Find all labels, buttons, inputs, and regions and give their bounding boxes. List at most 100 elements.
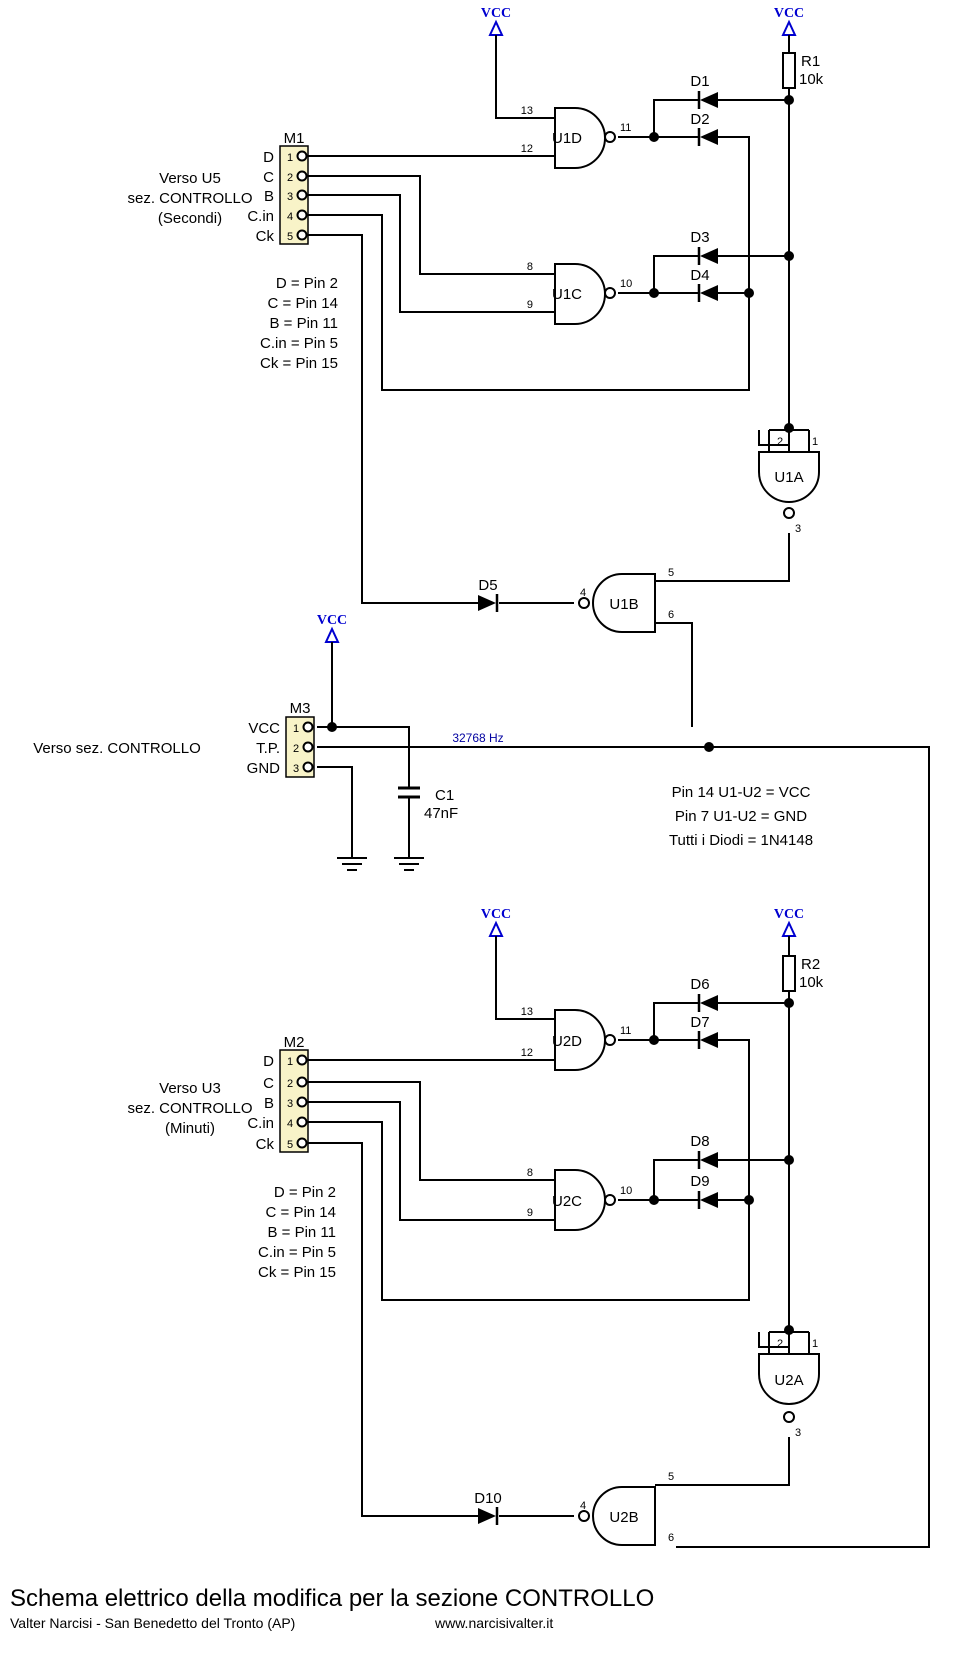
pin-number: 9	[527, 1207, 533, 1219]
pin-number: 11	[620, 1025, 631, 1037]
section-m3: VCC C 1 47nF	[33, 613, 930, 1548]
svg-text:1: 1	[287, 1056, 293, 1068]
capacitor-value: 47nF	[424, 805, 458, 822]
connector-m1: M1 1 D 2 C 3 B 4 C.in	[247, 130, 309, 245]
connector-pin: 3 GND	[247, 760, 314, 777]
connector-signal: C.in	[247, 208, 274, 225]
gate-name: U2B	[609, 1509, 638, 1526]
svg-text:2: 2	[287, 1078, 293, 1090]
svg-text:3: 3	[287, 1098, 293, 1110]
connector-pin: 2 T.P.	[256, 740, 314, 757]
pin-number: 1	[812, 436, 818, 448]
gate-name: U2C	[552, 1193, 582, 1210]
pin-number: 4	[580, 587, 586, 599]
vcc-label: VCC	[481, 6, 511, 21]
ground-symbol	[394, 857, 424, 871]
nand-gate-u1a: U1A 2 1 3	[758, 429, 820, 535]
connector-pin: 5 Ck	[256, 1136, 308, 1153]
connector-m3: M3 1 VCC 2 T.P. 3 GND	[247, 700, 315, 778]
connector-pin: 1 D	[263, 149, 308, 166]
pin-number: 8	[527, 261, 533, 273]
svg-text:Verso U5: Verso U5	[159, 170, 221, 187]
connector-pin: 1 D	[263, 1053, 308, 1070]
diode-label: D5	[478, 577, 497, 594]
svg-text:2: 2	[293, 743, 299, 755]
diode-d3: D3	[690, 229, 718, 265]
footer: Schema elettrico della modifica per la s…	[10, 1585, 654, 1631]
vcc-symbol: VCC	[481, 6, 511, 36]
website-url: www.narcisivalter.it	[434, 1615, 553, 1631]
notes: Pin 14 U1-U2 = VCC Pin 7 U1-U2 = GND Tut…	[669, 784, 813, 849]
svg-text:B = Pin 11: B = Pin 11	[269, 315, 338, 332]
pin-number: 1	[812, 1338, 818, 1350]
nand-gate-u1c: U1C 8 9 10	[527, 261, 632, 325]
pin-number: 10	[620, 278, 632, 290]
junctions-m3	[327, 722, 714, 752]
diode-d6: D6	[690, 976, 718, 1012]
diode-d8: D8	[690, 1133, 718, 1169]
svg-text:Ck = Pin 15: Ck = Pin 15	[260, 355, 338, 372]
vcc-symbol: VCC	[774, 907, 804, 937]
resistor-name: R1	[801, 53, 820, 70]
resistor-r1: R1 10k	[782, 52, 824, 89]
svg-text:C = Pin 14: C = Pin 14	[266, 1204, 336, 1221]
svg-text:(Minuti): (Minuti)	[165, 1120, 215, 1137]
svg-text:1: 1	[293, 723, 299, 735]
diode-label: D1	[690, 73, 709, 90]
svg-text:D = Pin 2: D = Pin 2	[274, 1184, 336, 1201]
diode-d9: D9	[690, 1173, 718, 1209]
diode-d4: D4	[690, 267, 718, 302]
connector-name: M1	[284, 130, 305, 147]
nand-gate-u1b: U1B 4 5 6	[578, 567, 674, 633]
resistor-name: R2	[801, 956, 820, 973]
nand-gate-u2b: U2B 4 5 6	[578, 1471, 674, 1546]
frequency-label: 32768 Hz	[452, 731, 503, 745]
diode-label: D3	[690, 229, 709, 246]
diode-label: D2	[690, 111, 709, 128]
diode-d7: D7	[690, 1014, 718, 1049]
connector-signal: D	[263, 1053, 274, 1070]
diode-label: D9	[690, 1173, 709, 1190]
svg-text:C.in = Pin 5: C.in = Pin 5	[258, 1244, 336, 1261]
gate-name: U1D	[552, 130, 582, 147]
resistor-value: 10k	[799, 71, 824, 88]
wires-u1	[307, 35, 790, 727]
connector-m2: M2 1 D 2 C 3 B 4 C.in	[247, 1034, 309, 1153]
ground-symbol	[337, 857, 367, 871]
vcc-symbol: VCC	[481, 907, 511, 937]
junctions-u1	[649, 95, 794, 433]
svg-text:2: 2	[287, 172, 293, 184]
svg-text:4: 4	[287, 1118, 293, 1130]
connector-signal: T.P.	[256, 740, 280, 757]
pin-number: 9	[527, 299, 533, 311]
pin-number: 3	[795, 523, 801, 535]
connector-signal: C	[263, 1075, 274, 1092]
pin-mapping-u1: D = Pin 2 C = Pin 14 B = Pin 11 C.in = P…	[260, 275, 338, 372]
pin-number: 12	[521, 143, 533, 155]
pin-number: 2	[777, 436, 783, 448]
connector-signal: C.in	[247, 1115, 274, 1132]
svg-text:1: 1	[287, 152, 293, 164]
gate-name: U1A	[774, 469, 803, 486]
svg-text:5: 5	[287, 1139, 293, 1151]
diode-label: D4	[690, 267, 709, 284]
svg-text:Verso U3: Verso U3	[159, 1080, 221, 1097]
connector-signal: Ck	[256, 1136, 275, 1153]
section-u1: VCC VCC	[127, 6, 824, 727]
connector-signal: VCC	[248, 720, 280, 737]
connector-pin: 2 C	[263, 1075, 308, 1092]
pin-number: 11	[620, 122, 631, 134]
vcc-symbol: VCC	[774, 6, 804, 36]
connector-signal: GND	[247, 760, 281, 777]
vcc-label: VCC	[317, 613, 347, 628]
pin-number: 6	[668, 609, 674, 621]
resistor-value: 10k	[799, 974, 824, 991]
svg-text:3: 3	[293, 763, 299, 775]
connector-signal: C	[263, 169, 274, 186]
pin-number: 5	[668, 1471, 674, 1483]
connector-name: M2	[284, 1034, 305, 1051]
destination-label-u5: Verso U5 sez. CONTROLLO (Secondi)	[127, 170, 252, 227]
nand-gate-u1d: U1D 13 12 11	[521, 105, 631, 169]
connector-pin: 4 C.in	[247, 208, 308, 225]
pin-number: 8	[527, 1167, 533, 1179]
